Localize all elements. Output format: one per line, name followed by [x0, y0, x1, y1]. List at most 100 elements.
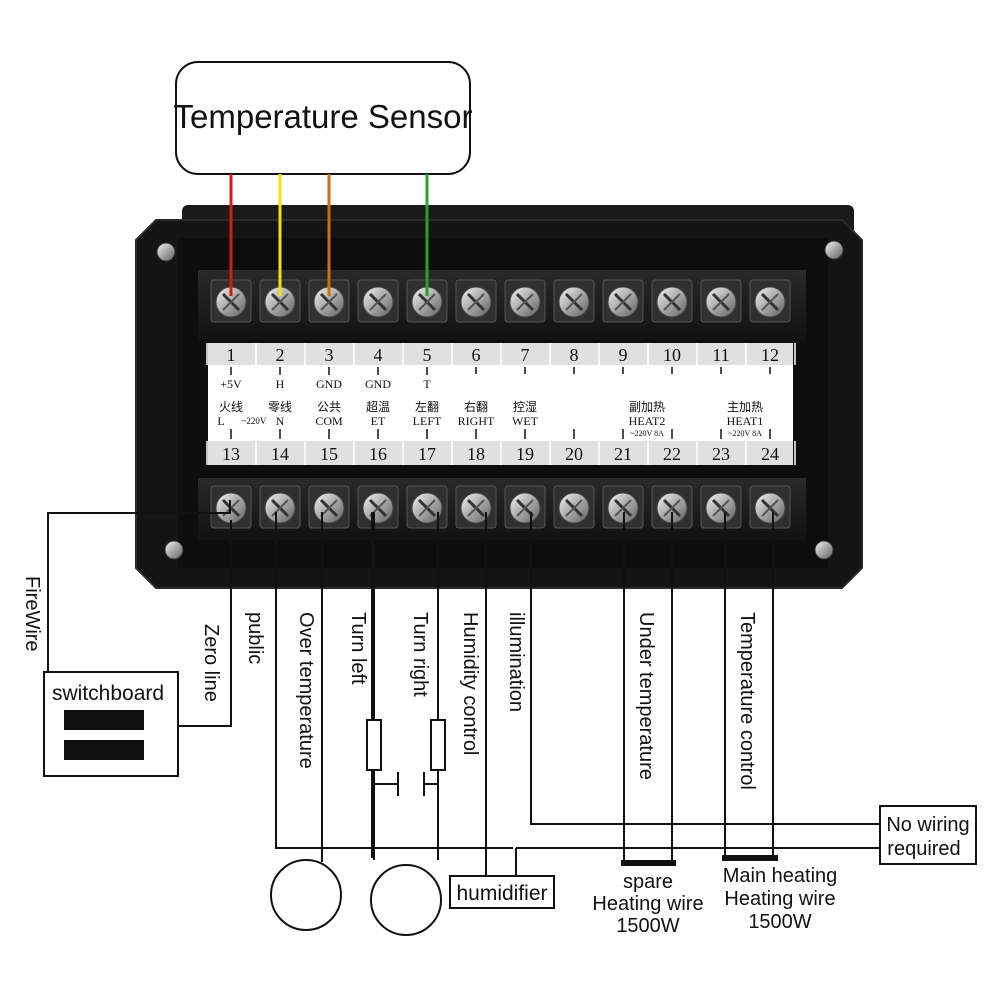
- pin-label-note: ~220V 8A: [728, 429, 762, 438]
- motor-left: [270, 859, 342, 931]
- pin-label-note: ~220V 8A: [630, 429, 664, 438]
- terminal-number: 6: [472, 345, 481, 365]
- top-pin-label: T: [423, 377, 431, 391]
- terminal-number: 13: [222, 444, 240, 464]
- terminal-screw-22: [651, 485, 693, 529]
- terminal-screw-21: [602, 485, 644, 529]
- corner-screw: [164, 540, 184, 560]
- terminal-screw-3: [308, 279, 350, 323]
- terminal-screw-7: [504, 279, 546, 323]
- terminal-screw-10: [651, 279, 693, 323]
- illumination-wire: [530, 512, 880, 825]
- no-wiring-line1: No wiring: [886, 814, 969, 836]
- pin-label-cn: 火线: [219, 400, 243, 414]
- pin-label-cn: 主加热: [727, 400, 763, 414]
- terminal-number: 9: [619, 345, 628, 365]
- terminal-number: 24: [761, 444, 779, 464]
- terminal-screw-9: [602, 279, 644, 323]
- terminal-number: 17: [418, 444, 436, 464]
- terminal-number: 2: [276, 345, 285, 365]
- external-wiring: [47, 500, 880, 876]
- label-public: public: [244, 612, 266, 664]
- top-terminal-screws: [210, 279, 791, 323]
- pin-label-cn: 右翻: [464, 399, 488, 414]
- terminal-screw-2: [259, 279, 301, 323]
- terminal-screw-19: [504, 485, 546, 529]
- turn-right-resistor: [430, 719, 446, 771]
- temperature-sensor-title: Temperature Sensor: [174, 98, 473, 135]
- pin-label-en: HEAT2: [629, 414, 666, 428]
- terminal-number: 1: [227, 345, 236, 365]
- terminal-screw-16: [357, 485, 399, 529]
- top-pin-label: H: [276, 377, 285, 391]
- terminal-screw-17: [406, 485, 448, 529]
- pin-label-cn: 副加热: [629, 400, 665, 414]
- pin-label-cn: 零线: [268, 400, 292, 414]
- terminal-number: 12: [761, 345, 779, 365]
- terminal-number: 10: [663, 345, 681, 365]
- terminal-number: 5: [423, 345, 432, 365]
- terminal-number: 15: [320, 444, 338, 464]
- main-heater-line3: 1500W: [748, 911, 811, 933]
- switchboard-bar-2: [64, 740, 144, 760]
- terminal-screw-6: [455, 279, 497, 323]
- label-firewire: FireWire: [21, 576, 43, 652]
- terminal-number: 11: [712, 345, 729, 365]
- no-wiring-line2: required: [887, 838, 960, 860]
- terminal-screw-24: [749, 485, 791, 529]
- corner-screw: [156, 242, 176, 262]
- terminal-number: 4: [374, 345, 383, 365]
- label-humidity-control: Humidity control: [459, 612, 481, 755]
- terminal-screw-12: [749, 279, 791, 323]
- main-heater-line1: Main heating: [723, 865, 838, 887]
- terminal-number: 23: [712, 444, 730, 464]
- terminal-screw-8: [553, 279, 595, 323]
- pin-label-en: L: [217, 414, 224, 428]
- terminal-screw-4: [357, 279, 399, 323]
- switchboard-bar-1: [64, 710, 144, 730]
- humidifier-label: humidifier: [456, 882, 547, 905]
- firewire-wire: [47, 500, 231, 672]
- spare-heater-bar: [621, 860, 676, 866]
- main-heater-line2: Heating wire: [724, 888, 835, 910]
- pin-label-en: WET: [512, 414, 539, 428]
- terminal-screw-18: [455, 485, 497, 529]
- sensor-wires: [229, 174, 429, 296]
- corner-screw: [824, 240, 844, 260]
- turn-left-resistor: [366, 719, 382, 771]
- terminal-screw-5: [406, 279, 448, 323]
- spare-heater-line2: Heating wire: [592, 893, 703, 915]
- pin-label-cn: 左翻: [415, 399, 439, 414]
- pin-label-en: N: [276, 414, 285, 428]
- temperature-sensor-box: [175, 61, 471, 175]
- switchboard-label: switchboard: [52, 682, 164, 705]
- main-heater-bar: [722, 855, 778, 861]
- terminal-screw-15: [308, 485, 350, 529]
- corner-screw: [814, 540, 834, 560]
- terminal-screw-11: [700, 279, 742, 323]
- pin-label-en: HEAT1: [727, 414, 764, 428]
- no-wiring-box: [879, 805, 977, 865]
- pin-label-cn: 公共: [317, 400, 341, 414]
- terminal-screw-14: [259, 485, 301, 529]
- top-pin-label: GND: [316, 377, 342, 391]
- pin-label-note: ~220V: [242, 416, 267, 426]
- terminal-number: 21: [614, 444, 632, 464]
- pin-label-cn: 超温: [366, 399, 390, 414]
- top-pin-label: +5V: [220, 377, 242, 391]
- terminal-number: 19: [516, 444, 534, 464]
- label-under-temperature: Under temperature: [635, 612, 657, 780]
- terminal-number: 7: [521, 345, 530, 365]
- label-temperature-control: Temperature control: [736, 612, 758, 790]
- pin-label-en: RIGHT: [458, 414, 495, 428]
- humidifier-box: [449, 875, 555, 909]
- terminal-dividers: [206, 343, 796, 465]
- terminal-number: 16: [369, 444, 387, 464]
- terminal-screw-23: [700, 485, 742, 529]
- label-turn-left: Turn left: [347, 612, 369, 685]
